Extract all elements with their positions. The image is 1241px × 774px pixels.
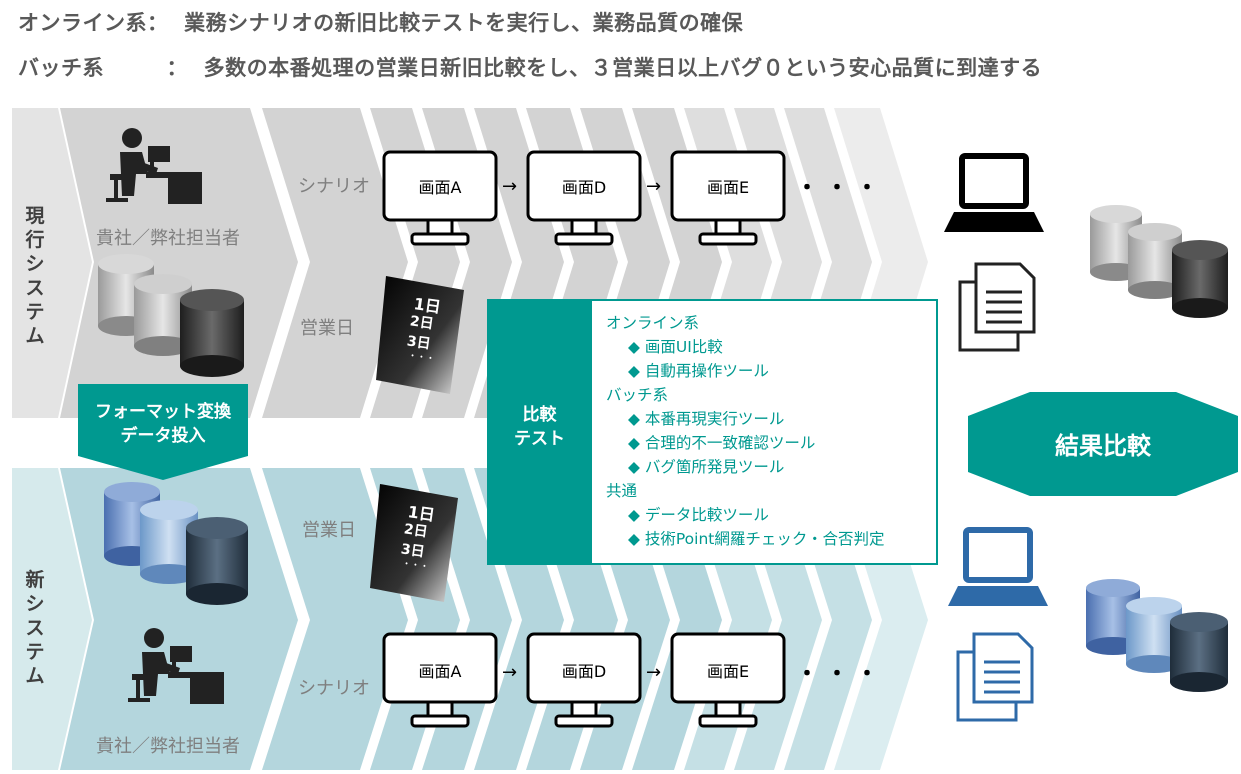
online-heading: オンライン系	[606, 314, 700, 332]
result-compare-shape	[968, 392, 1238, 496]
new-person-label: 貴社／弊社担当者	[96, 736, 240, 757]
new-ellipsis: ・・・	[796, 662, 887, 687]
header-line-batch: バッチ系 ： 多数の本番処理の営業日新旧比較をし、３営業日以上バグ０という安心品…	[18, 56, 1043, 80]
compare-test-panel: オンライン系 画面UI比較 自動再操作ツール バッチ系 本番再現実行ツール 合理…	[590, 299, 938, 565]
common-heading: 共通	[606, 482, 638, 500]
current-screen-e: 画面E	[706, 178, 750, 197]
documents-icon-current	[958, 262, 1036, 352]
current-arrow-2: →	[646, 176, 662, 197]
batch-heading: バッチ系	[606, 386, 669, 404]
laptop-icon-current	[944, 153, 1044, 232]
header-line-online: オンライン系： 業務シナリオの新旧比較テストを実行し、業務品質の確保	[18, 11, 744, 35]
current-screen-d: 画面D	[561, 178, 607, 197]
current-ellipsis: ・・・	[796, 176, 887, 201]
current-scenario-label: シナリオ	[298, 176, 370, 197]
database-icon-current-result	[1090, 205, 1228, 318]
new-arrow-2: →	[646, 662, 662, 683]
compare-test-label-2: テスト	[514, 429, 565, 449]
format-convert-line2: データ投入	[120, 426, 206, 446]
online-item-auto-replay: 自動再操作ツール	[606, 359, 936, 383]
new-system-label: 新システム	[25, 569, 45, 687]
new-scenario-label: シナリオ	[298, 678, 370, 699]
new-business-day-label: 営業日	[302, 520, 356, 541]
database-icon-current	[98, 254, 244, 377]
format-convert-label: フォーマット変換 データ投入	[78, 400, 248, 448]
current-screen-a: 画面A	[418, 178, 462, 197]
common-item-data-compare: データ比較ツール	[606, 503, 936, 527]
new-screen-d: 画面D	[561, 662, 607, 681]
compare-test-label-1: 比較	[522, 405, 557, 425]
laptop-icon-new	[948, 527, 1048, 606]
database-icon-new-result	[1086, 579, 1228, 692]
batch-item-bug-locate: バグ箇所発見ツール	[606, 455, 936, 479]
compare-test-block: 比較 テスト	[487, 299, 592, 565]
format-convert-line1: フォーマット変換	[95, 402, 231, 422]
current-person-label: 貴社／弊社担当者	[96, 228, 240, 249]
common-item-tech-check: 技術Point網羅チェック・合否判定	[606, 527, 936, 551]
new-screen-e: 画面E	[706, 662, 750, 681]
new-screen-a: 画面A	[418, 662, 462, 681]
database-icon-new	[104, 482, 248, 605]
batch-item-mismatch-check: 合理的不一致確認ツール	[606, 431, 936, 455]
new-arrow-1: →	[502, 662, 518, 683]
result-compare-label: 結果比較	[1055, 432, 1151, 460]
documents-icon-new	[956, 632, 1034, 722]
batch-item-prod-replay: 本番再現実行ツール	[606, 407, 936, 431]
current-arrow-1: →	[502, 176, 518, 197]
current-system-label: 現行システム	[25, 205, 45, 347]
online-item-ui-compare: 画面UI比較	[606, 335, 936, 359]
format-convert-arrow	[78, 384, 248, 480]
current-business-day-label: 営業日	[300, 318, 354, 339]
